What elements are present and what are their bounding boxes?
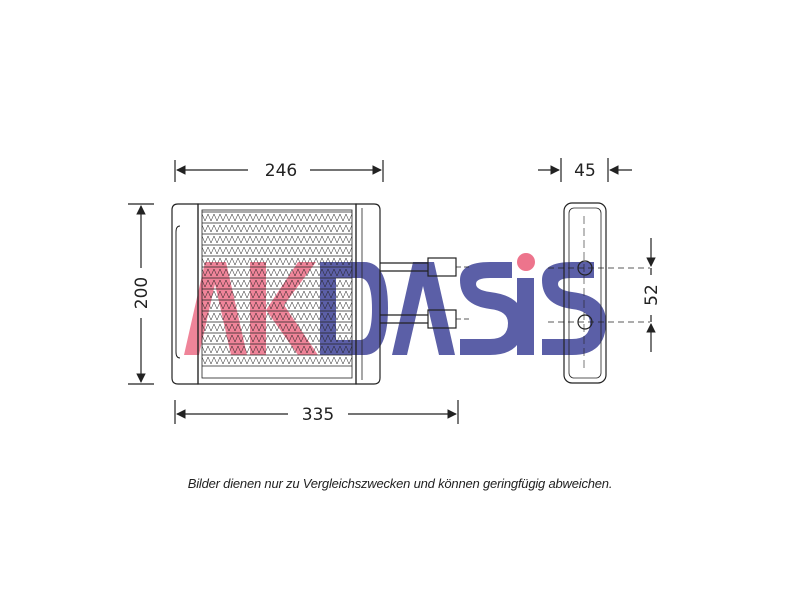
fin-zigzag (201, 323, 353, 332)
dimension-core-width (174, 160, 384, 182)
outlet-pipe (380, 309, 470, 329)
fin-zigzag (201, 268, 353, 277)
right-tank (355, 203, 381, 385)
fin-zigzag (201, 257, 353, 266)
fin-zigzag (201, 213, 353, 222)
heater-core-front-view-icon (171, 203, 470, 385)
dimension-depth (538, 158, 632, 182)
watermark-logo (184, 253, 606, 355)
fin-zigzag (201, 290, 353, 299)
fin-zigzag (201, 345, 353, 354)
dimension-height (128, 203, 154, 385)
dimension-label-246: 246 (265, 161, 297, 181)
fin-zigzag (201, 279, 353, 288)
heater-core-side-view-icon (548, 202, 650, 384)
fin-zigzag (201, 246, 353, 255)
dimension-label-45: 45 (574, 161, 596, 181)
dimension-total-width (174, 400, 459, 424)
dimension-label-200: 200 (132, 277, 152, 309)
core-fins (201, 211, 353, 367)
inlet-pipe (380, 257, 470, 277)
fin-zigzag (201, 301, 353, 310)
watermark-red-letters (184, 262, 318, 355)
fin-zigzag (201, 224, 353, 233)
fin-zigzag (201, 235, 353, 244)
disclaimer-caption: Bilder dienen nur zu Vergleichszwecken u… (187, 476, 613, 491)
fin-zigzag (201, 334, 353, 343)
fin-zigzag (201, 356, 353, 365)
fin-zigzag (201, 312, 353, 321)
core-frame (197, 203, 357, 385)
dimension-label-335: 335 (302, 405, 334, 425)
watermark-blue-letters (320, 253, 606, 355)
left-tank (171, 203, 199, 385)
dimension-label-52: 52 (642, 284, 662, 306)
